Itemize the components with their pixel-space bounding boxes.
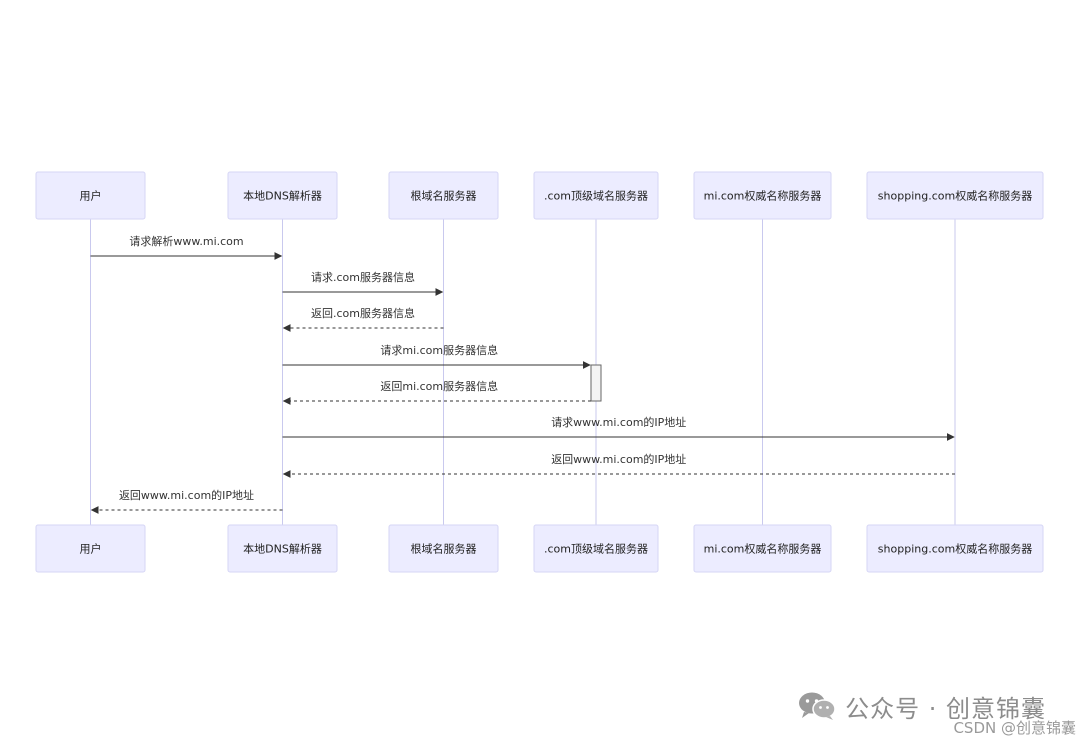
message-6: 请求www.mi.com的IP地址	[282, 415, 955, 441]
message-5: 返回mi.com服务器信息	[282, 379, 591, 405]
message-label: 请求www.mi.com的IP地址	[551, 415, 686, 429]
participant-box	[866, 171, 1044, 220]
participant-label: shopping.com权威名称服务器	[878, 189, 1032, 203]
participant-root-bottom: 根域名服务器	[388, 524, 499, 573]
participant-mi-bottom: mi.com权威名称服务器	[693, 524, 832, 573]
participant-shop-bottom: shopping.com权威名称服务器	[866, 524, 1044, 573]
message-8: 返回www.mi.com的IP地址	[90, 488, 283, 514]
message-label: 请求.com服务器信息	[311, 270, 415, 284]
watermark-account: 公众号 · 创意锦囊	[845, 694, 1046, 723]
participant-box	[35, 171, 146, 220]
participant-box	[388, 171, 499, 220]
message-7: 返回www.mi.com的IP地址	[282, 452, 955, 478]
participant-root-top: 根域名服务器	[388, 171, 499, 220]
participant-local-top: 本地DNS解析器	[227, 171, 338, 220]
message-1: 请求解析www.mi.com	[90, 234, 283, 260]
activation-bar	[590, 364, 602, 402]
participant-box	[693, 171, 832, 220]
participant-mi-top: mi.com权威名称服务器	[693, 171, 832, 220]
participant-label: 本地DNS解析器	[243, 189, 322, 203]
participant-box	[35, 524, 146, 573]
message-label: 请求mi.com服务器信息	[380, 343, 498, 357]
participant-box	[693, 524, 832, 573]
participant-box	[227, 171, 338, 220]
participant-label: .com顶级域名服务器	[544, 189, 648, 203]
participant-user-top: 用户	[35, 171, 146, 220]
participant-label: 用户	[80, 189, 102, 203]
message-label: 返回www.mi.com的IP地址	[551, 452, 686, 466]
message-2: 请求.com服务器信息	[282, 270, 444, 296]
participant-local-bottom: 本地DNS解析器	[227, 524, 338, 573]
participant-shop-top: shopping.com权威名称服务器	[866, 171, 1044, 220]
message-label: 请求解析www.mi.com	[129, 234, 243, 248]
participant-tld-top: .com顶级域名服务器	[533, 171, 659, 220]
message-label: 返回www.mi.com的IP地址	[119, 488, 254, 502]
participant-box	[227, 524, 338, 573]
watermark-csdn: CSDN @创意锦囊	[953, 719, 1076, 737]
message-3: 返回.com服务器信息	[282, 306, 444, 332]
wechat-icon	[799, 692, 836, 720]
participant-user-bottom: 用户	[35, 524, 146, 573]
participant-label: shopping.com权威名称服务器	[878, 542, 1032, 556]
participant-box	[533, 524, 659, 573]
participant-label: 根域名服务器	[411, 189, 477, 203]
message-label: 返回mi.com服务器信息	[380, 379, 498, 393]
participant-label: 根域名服务器	[411, 542, 477, 556]
participant-label: mi.com权威名称服务器	[704, 189, 822, 203]
participant-label: 本地DNS解析器	[243, 542, 322, 556]
participant-box	[866, 524, 1044, 573]
participant-label: mi.com权威名称服务器	[704, 542, 822, 556]
watermark: 公众号 · 创意锦囊	[797, 688, 1046, 724]
participant-label: 用户	[80, 542, 102, 556]
participant-box	[533, 171, 659, 220]
participant-label: .com顶级域名服务器	[544, 542, 648, 556]
message-4: 请求mi.com服务器信息	[282, 343, 591, 369]
message-label: 返回.com服务器信息	[311, 306, 415, 320]
participant-tld-bottom: .com顶级域名服务器	[533, 524, 659, 573]
participant-box	[388, 524, 499, 573]
